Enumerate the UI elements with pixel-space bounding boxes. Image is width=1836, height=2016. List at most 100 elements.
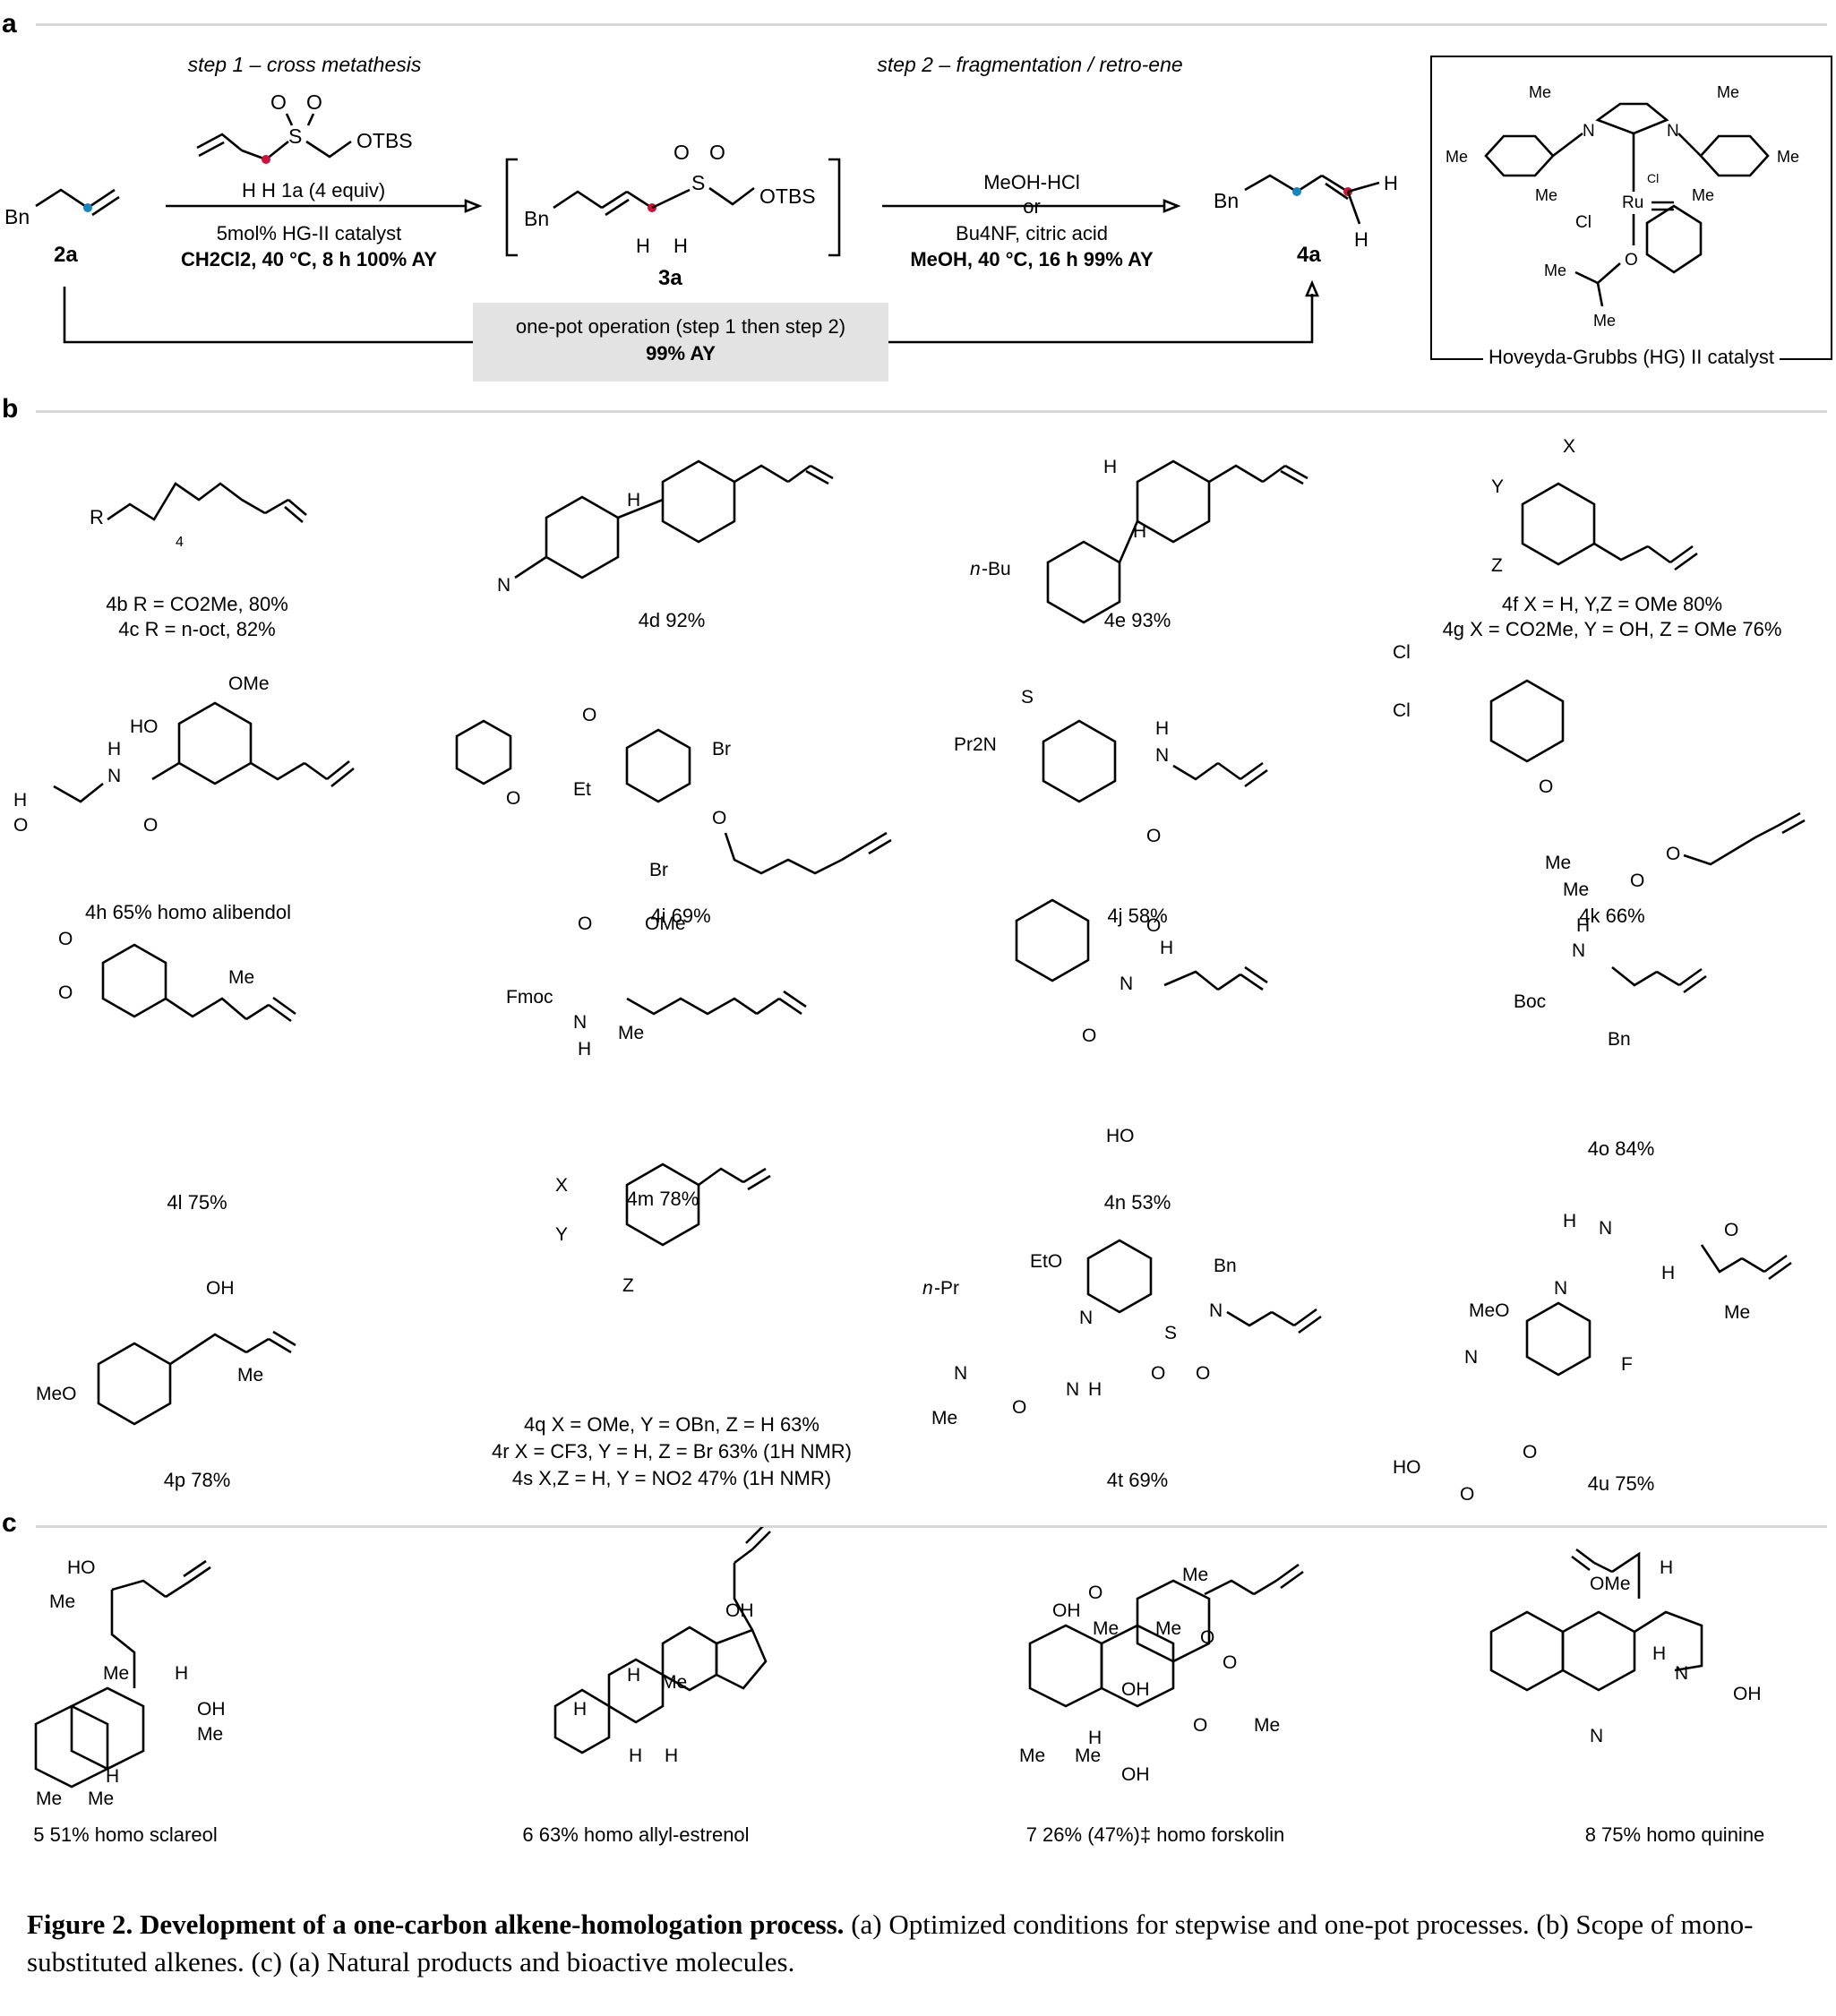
svg-text:Y: Y — [1491, 476, 1504, 497]
svg-text:Bn: Bn — [4, 205, 30, 228]
svg-text:Me: Me — [49, 1591, 75, 1612]
svg-text:Y: Y — [555, 1224, 568, 1245]
svg-text:Fmoc: Fmoc — [506, 987, 553, 1008]
onepot-line2: 99% AY — [646, 342, 716, 365]
svg-text:N: N — [1667, 122, 1679, 141]
svg-text:O: O — [306, 90, 322, 114]
svg-text:H: H — [1661, 1263, 1675, 1283]
svg-text:Bn: Bn — [1214, 189, 1239, 212]
svg-text:N: N — [1155, 745, 1169, 766]
structure-4e: H H n -Bu — [970, 457, 1308, 624]
label-4m: 4m 78% — [626, 1188, 699, 1210]
svg-text:H: H — [629, 1746, 642, 1766]
structure-4u: MeO F N HO O O N N H H O Me — [1393, 1211, 1792, 1505]
svg-text:N: N — [1464, 1347, 1478, 1368]
svg-text:Me: Me — [1717, 83, 1739, 101]
structure-4b-4c: R 4 — [90, 482, 307, 550]
divider — [36, 410, 1827, 413]
svg-text:H: H — [665, 1746, 678, 1766]
svg-text:H: H — [627, 1665, 640, 1686]
structure-4h: OMe HO O N H O H — [13, 673, 355, 836]
svg-text:H: H — [106, 1766, 119, 1787]
svg-text:S: S — [1164, 1323, 1177, 1343]
panel-letter-a: a — [2, 9, 17, 39]
svg-text:Me: Me — [88, 1789, 114, 1809]
svg-text:Me: Me — [1155, 1618, 1181, 1639]
onepot-line1: one-pot operation (step 1 then step 2) — [515, 315, 846, 338]
label-4h: 4h 65% homo alibendol — [85, 901, 291, 923]
svg-text:H: H — [1354, 228, 1368, 251]
panel-letter-b: b — [2, 394, 19, 424]
label-4a: 4a — [1297, 243, 1321, 267]
label-4u: 4u 75% — [1587, 1472, 1655, 1495]
svg-text:H: H — [627, 490, 640, 510]
scheme-panel-a: step 1 – cross metathesis step 2 – fragm… — [4, 53, 1398, 344]
svg-text:Z: Z — [1491, 555, 1503, 576]
structure-4q-4s: X Y Z — [555, 1162, 771, 1296]
svg-text:N: N — [1599, 1218, 1612, 1239]
label-4o: 4o 84% — [1587, 1137, 1655, 1160]
svg-text:Boc: Boc — [1514, 991, 1546, 1012]
svg-text:EtO: EtO — [1030, 1251, 1062, 1272]
svg-text:O: O — [1223, 1652, 1237, 1673]
svg-text:Me: Me — [197, 1724, 223, 1745]
figure-caption: Figure 2. Development of a one-carbon al… — [27, 1906, 1809, 1981]
svg-text:OH: OH — [1121, 1764, 1150, 1785]
label-4g: 4g X = CO2Me, Y = OH, Z = OMe 76% — [1442, 618, 1782, 640]
reagent-1a: S O O OTBS H H 1a (4 equiv) — [196, 90, 413, 202]
structure-6: Me OH H H H H — [553, 1527, 771, 1766]
svg-text:O: O — [143, 815, 158, 836]
label-4q: 4q X = OMe, Y = OBn, Z = H 63% — [524, 1413, 819, 1436]
svg-text:O: O — [1196, 1363, 1210, 1384]
svg-text:O: O — [1625, 251, 1638, 270]
svg-text:OMe: OMe — [1590, 1574, 1631, 1594]
structure-4d: H N — [497, 459, 834, 596]
svg-text:Cl: Cl — [1393, 700, 1411, 721]
svg-text:4: 4 — [176, 535, 184, 550]
label-4f: 4f X = H, Y,Z = OMe 80% — [1501, 593, 1723, 615]
svg-text:O: O — [1523, 1442, 1537, 1463]
svg-text:Me: Me — [1545, 853, 1571, 873]
svg-text:O: O — [58, 929, 73, 949]
cond2-line4: MeOH, 40 °C, 16 h 99% AY — [910, 248, 1154, 270]
structure-8: H OMe N N H OH — [1489, 1548, 1762, 1746]
cond1-line2: CH2Cl2, 40 °C, 8 h 100% AY — [181, 248, 437, 270]
svg-text:Me: Me — [1535, 186, 1557, 204]
svg-text:H: H — [573, 1699, 587, 1720]
structure-4j: S Pr2N N H O — [954, 687, 1268, 846]
svg-text:Me: Me — [931, 1408, 957, 1428]
svg-text:S: S — [691, 171, 705, 194]
svg-text:O: O — [1539, 776, 1553, 797]
structure-5: HO Me Me H OH Me H Me Me — [34, 1557, 226, 1809]
step1-title: step 1 – cross metathesis — [188, 53, 422, 76]
svg-text:OH: OH — [206, 1278, 235, 1299]
svg-text:Me: Me — [228, 967, 254, 988]
svg-text:Me: Me — [1182, 1565, 1208, 1585]
svg-text:Me: Me — [1593, 312, 1616, 330]
svg-text:O: O — [1151, 1363, 1165, 1384]
structure-4p: MeO OH Me — [36, 1278, 296, 1426]
svg-text:HO: HO — [130, 716, 159, 737]
step2-title: step 2 – fragmentation / retro-ene — [877, 53, 1182, 76]
svg-text:OH: OH — [1052, 1600, 1081, 1621]
svg-text:Bn: Bn — [1608, 1029, 1631, 1050]
label-4e: 4e 93% — [1103, 609, 1171, 631]
svg-text:X: X — [1563, 436, 1575, 457]
structure-4m: O OMe Fmoc N H Me — [506, 914, 807, 1059]
label-4s: 4s X,Z = H, Y = NO2 47% (1H NMR) — [511, 1467, 832, 1489]
svg-text:HO: HO — [1393, 1457, 1421, 1478]
svg-text:F: F — [1621, 1354, 1633, 1375]
svg-text:O: O — [1630, 871, 1644, 891]
svg-text:Me: Me — [103, 1663, 129, 1684]
svg-text:H: H — [1576, 915, 1590, 936]
label-4k: 4k 66% — [1579, 905, 1645, 927]
svg-text:N: N — [1572, 940, 1585, 961]
svg-text:O: O — [712, 808, 726, 828]
svg-text:n: n — [970, 559, 981, 579]
svg-text:Me: Me — [1075, 1746, 1101, 1766]
cond2-line1: MeOH-HCl — [983, 171, 1080, 193]
svg-text:O: O — [1088, 1583, 1102, 1603]
svg-text:H: H — [1563, 1211, 1576, 1231]
label-7: 7 26% (47%)‡ homo forskolin — [1025, 1823, 1285, 1846]
svg-text:Me: Me — [1692, 186, 1714, 204]
